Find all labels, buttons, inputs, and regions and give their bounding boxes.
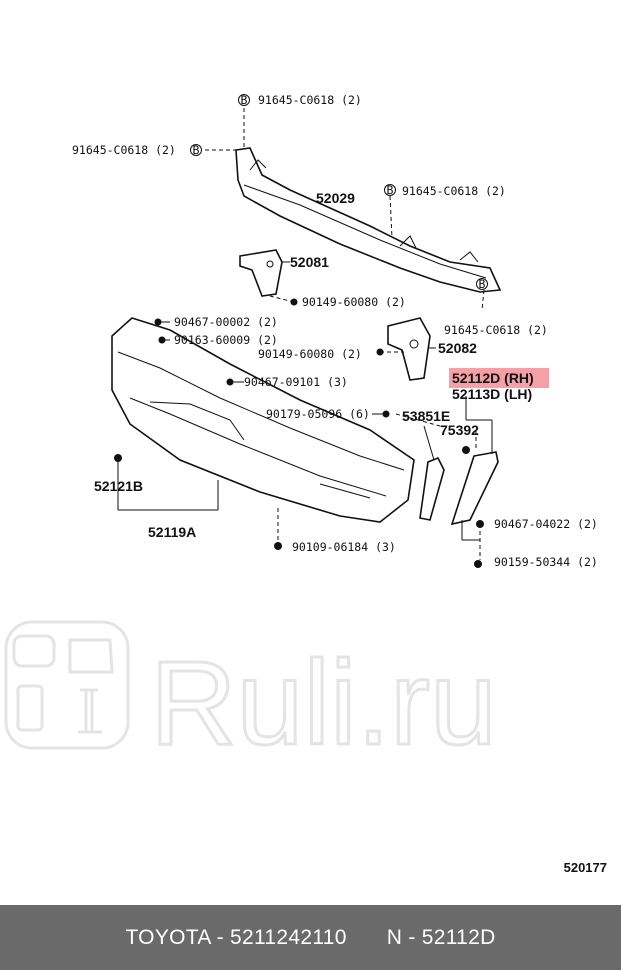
label-bracket-left: 52081 xyxy=(290,254,329,270)
bolt-marker-icon xyxy=(384,184,396,196)
label-bracket-right: 52082 xyxy=(438,340,477,356)
fasteners: B B B B xyxy=(114,93,488,568)
svg-text:B: B xyxy=(193,143,200,157)
bumper-cover-drawing xyxy=(111,317,415,523)
label-part-52119A: 52119A xyxy=(148,524,196,540)
screw-icon xyxy=(474,560,482,568)
label-bolt-90109: 90109-06184 (3) xyxy=(292,540,396,554)
label-part-53851E: 53851E xyxy=(402,408,450,424)
label-part-52112D: 52112D (RH) xyxy=(452,370,534,386)
clip-icon xyxy=(154,318,162,326)
label-support: 52029 xyxy=(316,190,355,206)
bracket-52082-drawing xyxy=(387,317,431,381)
radiator-support-drawing xyxy=(235,147,502,293)
label-clip-90467-a: 90467-00002 (2) xyxy=(174,315,278,329)
nut-icon xyxy=(382,410,390,418)
label-clip-90467-b: 90467-09101 (3) xyxy=(244,375,348,389)
label-part-75392: 75392 xyxy=(440,422,479,438)
bolt-icon xyxy=(376,348,384,356)
parts-diagram: Ruli.ru xyxy=(4,93,598,772)
bracket-52081-drawing xyxy=(239,249,283,297)
clip-icon xyxy=(476,520,484,528)
label-screw-90159: 90159-50344 (2) xyxy=(494,555,598,569)
svg-text:B: B xyxy=(241,93,248,107)
bolt-marker-icon xyxy=(476,278,488,290)
watermark-logo-icon xyxy=(12,634,114,734)
bolt-marker-icon xyxy=(238,94,250,106)
leader-lines xyxy=(117,108,493,560)
label-part-52113D: 52113D (LH) xyxy=(452,386,532,402)
label-bolt-top: 91645-C0618 (2) xyxy=(258,93,362,107)
label-bolt-lower-right: 91645-C0618 (2) xyxy=(444,323,548,337)
watermark-text: Ruli.ru xyxy=(150,636,497,770)
label-nut-90179: 90179-05096 (6) xyxy=(266,407,370,421)
part-highlight xyxy=(449,368,549,388)
clip-icon xyxy=(226,378,234,386)
label-bolt-90149-a: 90149-60080 (2) xyxy=(302,295,406,309)
svg-text:B: B xyxy=(479,277,486,291)
bolt-marker-icon xyxy=(190,144,202,156)
screw-icon xyxy=(158,336,166,344)
label-bolt-90149-b: 90149-60080 (2) xyxy=(258,347,362,361)
label-bolt-right: 91645-C0618 (2) xyxy=(402,184,506,198)
footer-name-part-number: N - 52112D xyxy=(386,925,496,949)
svg-text:B: B xyxy=(387,183,394,197)
part-labels: 91645-C0618 (2) 91645-C0618 (2) 91645-C0… xyxy=(72,93,598,569)
label-screw-90163: 90163-60009 (2) xyxy=(174,333,278,347)
clip-icon xyxy=(462,446,470,454)
label-bolt-left: 91645-C0618 (2) xyxy=(72,143,176,157)
molding-drawing xyxy=(419,451,499,526)
label-part-52121B: 52121B xyxy=(94,478,143,494)
bolt-icon xyxy=(274,542,282,550)
label-clip-90467-c: 90467-04022 (2) xyxy=(494,517,598,531)
watermark-logo-frame xyxy=(4,620,130,750)
footer-bar: TOYOTA - 5211242110 N - 52112D xyxy=(0,905,621,970)
diagram-number: 520177 xyxy=(563,860,607,875)
clip-icon xyxy=(114,454,122,462)
footer-brand-part-number: TOYOTA - 5211242110 xyxy=(125,925,347,949)
watermark: Ruli.ru xyxy=(4,620,498,772)
bolt-icon xyxy=(290,298,298,306)
